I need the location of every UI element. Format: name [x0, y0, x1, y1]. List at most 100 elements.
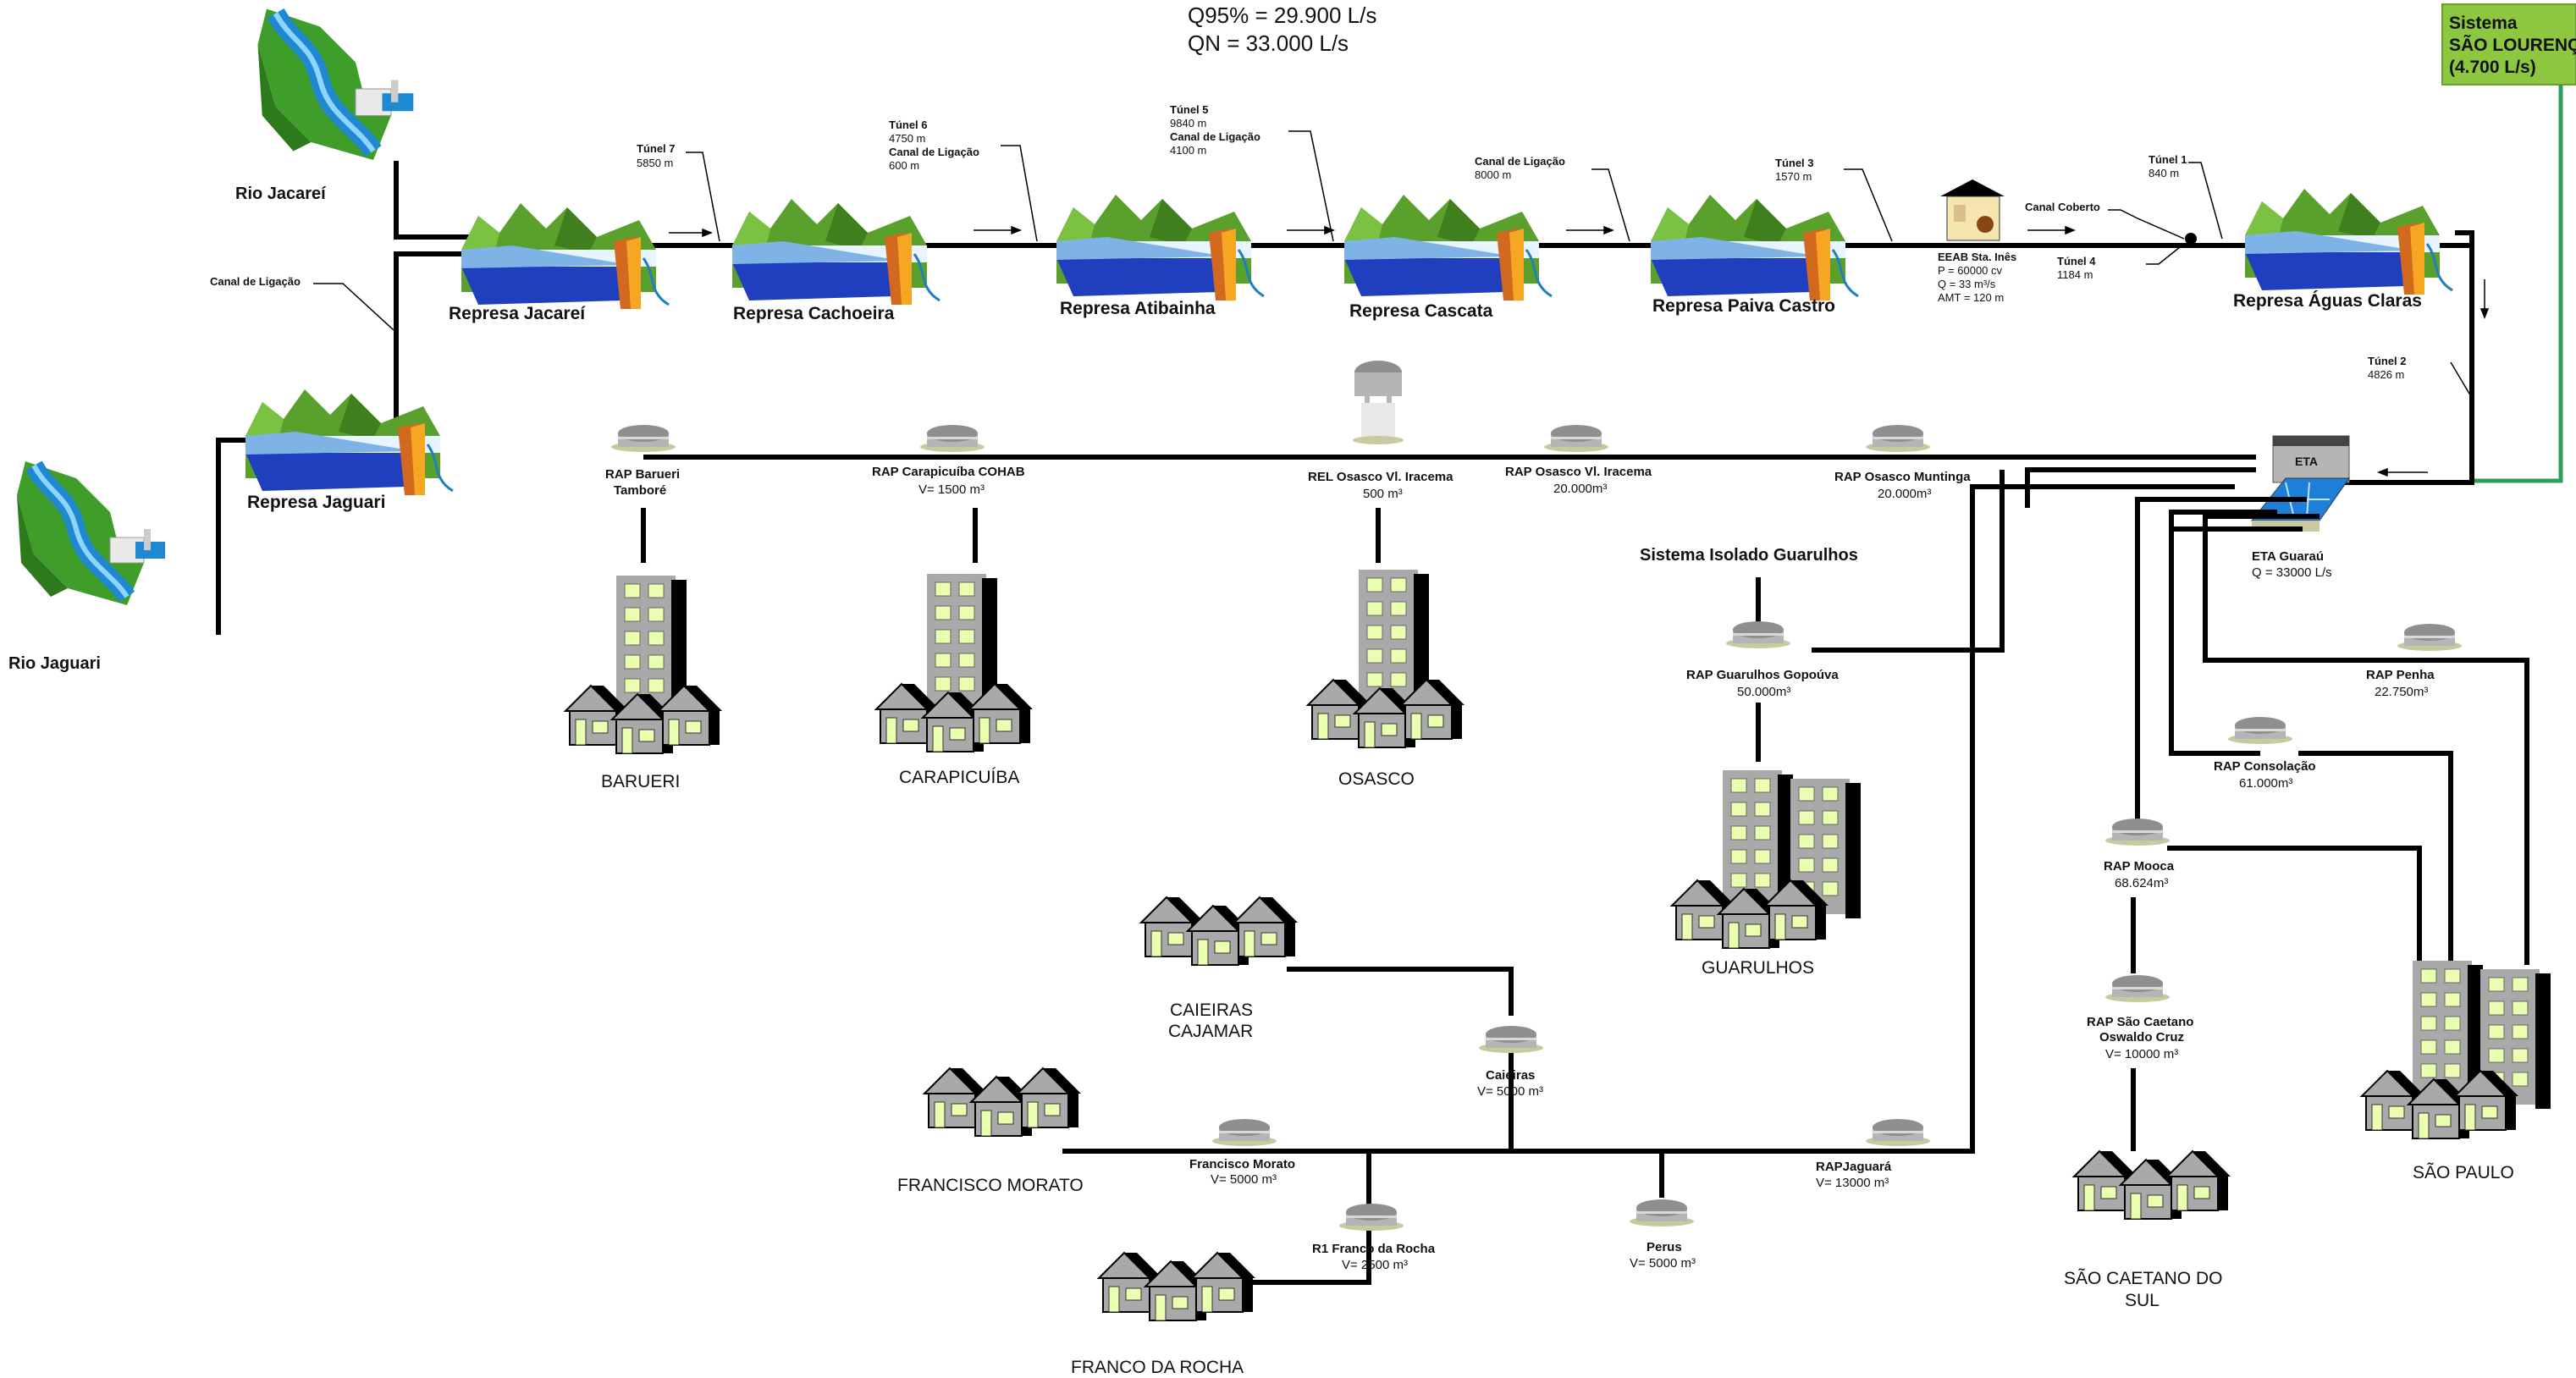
- svg-text:AMT = 120 m: AMT = 120 m: [1938, 291, 2004, 304]
- svg-text:9840 m: 9840 m: [1170, 117, 1206, 130]
- houses-icon-francisco-morato: [924, 1068, 1081, 1136]
- perus-tank-vol: V= 5000 m³: [1630, 1256, 1696, 1271]
- svg-text:4750 m: 4750 m: [889, 132, 925, 145]
- city-icon-sao-paulo: [2362, 961, 2551, 1138]
- svg-text:1184 m: 1184 m: [2057, 268, 2093, 281]
- tank-icon-sao-caetano: [2105, 975, 2170, 1002]
- tank-icon-muntinga: [1866, 425, 1930, 452]
- rap-osasco-name: RAP Osasco Vl. Iracema: [1505, 465, 1652, 479]
- rel-osasco-name: REL Osasco Vl. Iracema: [1308, 470, 1453, 484]
- sao-lourenco-connection: [2472, 85, 2563, 483]
- canal-ligacao-left-leader: [313, 283, 394, 331]
- tank-icon-mooca: [2105, 819, 2170, 846]
- svg-text:Canal de Ligação: Canal de Ligação: [889, 146, 979, 158]
- tank-icon-penha: [2397, 624, 2462, 651]
- houses-icon-franco-rocha: [1099, 1253, 1255, 1320]
- represa-cascata-label: Represa Cascata: [1349, 301, 1493, 321]
- svg-text:Canal de Ligação: Canal de Ligação: [1475, 155, 1565, 168]
- eta-tag: ETA: [2295, 455, 2318, 468]
- reservoir-icon-paiva-castro: [1649, 193, 1860, 302]
- eta-flow: Q = 33000 L/s: [2252, 565, 2332, 580]
- tank-icon-francisco-morato: [1212, 1119, 1277, 1146]
- rap-barueri-name2: Tamboré: [614, 483, 666, 498]
- tank-icon-barueri: [611, 425, 676, 452]
- q95-label: Q95% = 29.900 L/s: [1188, 3, 1376, 28]
- reservoir-icon-aguas-claras: [2243, 187, 2454, 296]
- svg-text:P = 60000 cv: P = 60000 cv: [1938, 264, 2003, 277]
- svg-text:Túnel 6: Túnel 6: [889, 119, 928, 131]
- tank-icon-rap-osasco: [1544, 425, 1608, 452]
- tank-icon-consolacao: [2228, 717, 2292, 744]
- rap-consolacao-vol: 61.000m³: [2239, 776, 2292, 791]
- city-icon-carapicuiba: [876, 574, 1033, 752]
- city-cajamar-label: CAJAMAR: [1168, 1022, 1253, 1041]
- tunnel-4: Túnel 4 1184 m: [2057, 243, 2185, 281]
- sistema-line2: SÃO LOURENÇO: [2449, 36, 2576, 55]
- svg-text:Túnel 5: Túnel 5: [1170, 103, 1209, 116]
- city-caieiras-label: CAIEIRAS: [1170, 1000, 1253, 1020]
- franco-rocha-tank-vol: V= 2500 m³: [1342, 1258, 1408, 1272]
- tank-icon-perus: [1630, 1199, 1694, 1226]
- city-sao-paulo-label: SÃO PAULO: [2413, 1162, 2514, 1182]
- tunnel-1: Túnel 1 840 m: [2149, 153, 2223, 240]
- caieiras-tank-vol: V= 5000 m³: [1477, 1084, 1543, 1099]
- represa-paiva-castro-label: Represa Paiva Castro: [1652, 296, 1835, 316]
- rap-mooca-vol: 68.624m³: [2115, 876, 2168, 890]
- rio-jaguari-label: Rio Jaguari: [8, 654, 101, 673]
- rap-carapicuiba-name: RAP Carapicuíba COHAB: [872, 465, 1025, 479]
- qn-label: QN = 33.000 L/s: [1188, 30, 1349, 56]
- eta-name: ETA Guaraú: [2252, 549, 2324, 564]
- tunnel-5: Túnel 5 9840 m Canal de Ligação 4100 m: [1170, 103, 1334, 242]
- rap-barueri-name1: RAP Barueri: [605, 467, 680, 482]
- canal-coberto: Canal Coberto: [2025, 201, 2197, 245]
- svg-text:Q = 33 m³/s: Q = 33 m³/s: [1938, 278, 1996, 290]
- sistema-line3: (4.700 L/s): [2449, 58, 2536, 77]
- reservoir-icon-jaguari: [244, 388, 455, 497]
- rap-mooca-name: RAP Mooca: [2104, 859, 2175, 874]
- svg-text:Túnel 3: Túnel 3: [1775, 157, 1814, 169]
- svg-text:Canal Coberto: Canal Coberto: [2025, 201, 2100, 213]
- pipe-north-branch: [1062, 484, 2235, 1154]
- svg-text:5850 m: 5850 m: [637, 157, 673, 169]
- tank-icon-jaguara: [1866, 1119, 1930, 1146]
- city-franco-rocha-label: FRANCO DA ROCHA: [1071, 1358, 1244, 1377]
- city-guarulhos-label: GUARULHOS: [1702, 958, 1814, 978]
- represa-jaguari-label: Represa Jaguari: [247, 493, 385, 512]
- rap-carapicuiba-vol: V= 1500 m³: [918, 482, 985, 497]
- svg-text:1570 m: 1570 m: [1775, 170, 1812, 183]
- franco-rocha-tank-name: R1 Franco da Rocha: [1312, 1242, 1436, 1256]
- represa-aguas-claras-label: Represa Águas Claras: [2233, 291, 2422, 311]
- pipe-east-a: [2025, 467, 2256, 508]
- pipe-mooca-sp: [2167, 846, 2422, 965]
- city-icon-barueri: [565, 576, 722, 753]
- svg-text:Túnel 7: Túnel 7: [637, 142, 676, 155]
- reservoir-icon-atibainha: [1055, 193, 1266, 302]
- rap-penha-vol: 22.750m³: [2375, 685, 2428, 699]
- river-dam-icon-jaguari: [17, 461, 165, 605]
- houses-icon-sao-caetano: [2074, 1151, 2231, 1219]
- jaguara-tank-name: RAPJaguará: [1816, 1160, 1892, 1174]
- reservoir-icon-cachoeira: [731, 197, 941, 306]
- tunnel-3: Túnel 3 1570 m: [1775, 157, 1893, 242]
- rap-sao-caetano-vol: V= 10000 m³: [2105, 1047, 2178, 1061]
- tunnel-6: Túnel 6 4750 m Canal de Ligação 600 m: [889, 119, 1038, 242]
- svg-text:Túnel 1: Túnel 1: [2149, 153, 2187, 166]
- city-osasco-label: OSASCO: [1338, 769, 1415, 789]
- reservoir-icon-jacarei: [460, 201, 670, 311]
- canal-ligacao-left-label: Canal de Ligação: [210, 275, 301, 288]
- rap-sao-caetano-name2: Oswaldo Cruz: [2099, 1030, 2184, 1045]
- tank-icon-carapicuiba: [920, 425, 985, 452]
- rap-muntinga-vol: 20.000m³: [1878, 487, 1931, 501]
- svg-text:EEAB Sta. Inês: EEAB Sta. Inês: [1938, 251, 2016, 263]
- sistema-sao-lourenco-box: Sistema SÃO LOURENÇO (4.700 L/s): [2441, 3, 2576, 85]
- tunnel-2: Túnel 2 4826 m: [2368, 355, 2473, 399]
- represa-jacarei-label: Represa Jacareí: [449, 304, 586, 323]
- svg-text:4100 m: 4100 m: [1170, 144, 1206, 157]
- jaguara-tank-vol: V= 13000 m³: [1816, 1176, 1889, 1190]
- tank-icon-guarulhos: [1726, 621, 1790, 648]
- rio-jacarei-label: Rio Jacareí: [235, 185, 327, 203]
- caieiras-tank-name: Caieiras: [1486, 1068, 1535, 1083]
- city-sao-caetano-label1: SÃO CAETANO DO: [2064, 1268, 2222, 1288]
- rap-consolacao-name: RAP Consolação: [2214, 759, 2316, 774]
- pipe-consolacao-sp: [2298, 751, 2453, 965]
